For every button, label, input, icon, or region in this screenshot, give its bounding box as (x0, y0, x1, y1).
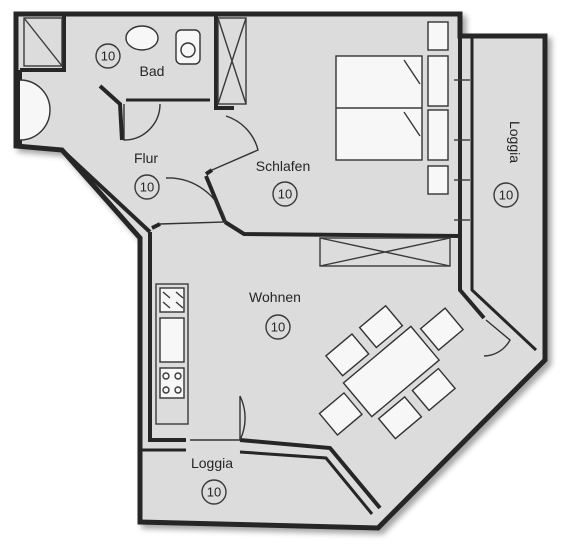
door-loggia-right (483, 319, 511, 357)
room-label-loggia-bottom: Loggia (191, 455, 233, 471)
room-number-flur: 10 (140, 180, 154, 195)
door-flur-wohnen (159, 177, 227, 225)
room-label-loggia-right: Loggia (507, 121, 523, 163)
sink-icon (125, 25, 159, 51)
floor-area (13, 11, 548, 531)
door-loggia-bottom (190, 395, 246, 441)
double-bed (335, 21, 449, 195)
door-bad (123, 103, 161, 141)
room-number-bad: 10 (101, 49, 115, 64)
room-label-schlafen: Schlafen (256, 158, 310, 174)
kitchen-unit (155, 283, 189, 425)
shower-icon (19, 79, 51, 141)
dining-set (318, 304, 465, 440)
door-schlafen (211, 115, 259, 171)
room-label-bad: Bad (140, 63, 165, 79)
room-number-loggia-bottom: 10 (207, 485, 221, 500)
wall-details (23, 17, 470, 267)
room-number-loggia-right: 10 (499, 188, 513, 203)
room-labels: Bad 10 Flur 10 Schlafen 10 Wohnen 10 Log… (95, 43, 523, 505)
room-number-wohnen: 10 (271, 320, 285, 335)
room-number-schlafen: 10 (278, 187, 292, 202)
bathroom-fixtures (19, 25, 201, 141)
room-label-flur: Flur (134, 150, 158, 166)
doors (123, 103, 511, 441)
room-label-wohnen: Wohnen (249, 289, 301, 305)
